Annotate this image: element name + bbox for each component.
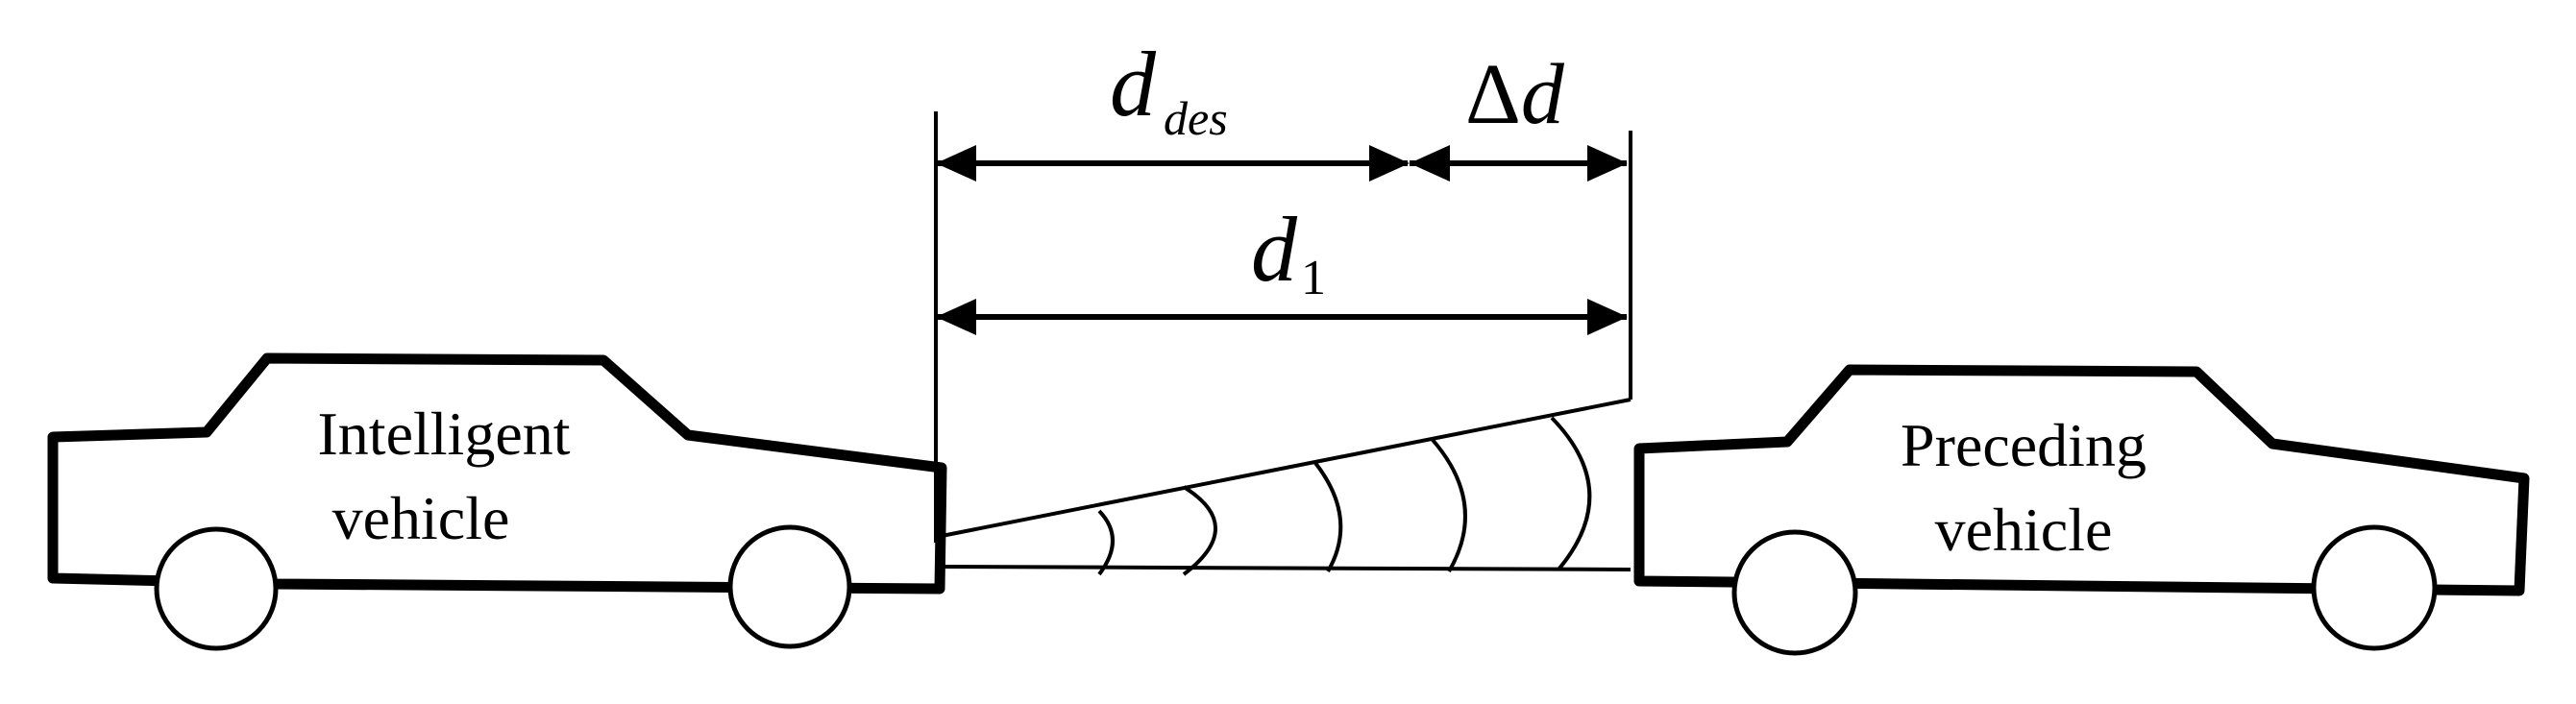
desired-distance-left-arrowhead [936, 145, 976, 182]
preceding-vehicle-body [1633, 364, 2530, 596]
delta-distance-dimension: Δd [1410, 47, 1628, 182]
preceding-vehicle: Preceding vehicle [1633, 364, 2530, 656]
preceding-vehicle-rear-wheel [1731, 529, 1858, 656]
delta-distance-left-arrowhead [1410, 145, 1450, 182]
radar-wave-5 [1550, 416, 1592, 571]
intelligent-vehicle: Intelligent vehicle [47, 352, 947, 651]
intelligent-vehicle-label-line2: vehicle [332, 484, 510, 552]
actual-distance-subscript: 1 [1301, 251, 1326, 305]
preceding-vehicle-label-line1: Preceding [1901, 411, 2147, 479]
radar-cone-lower-edge [941, 565, 1631, 571]
delta-symbol: Δ [1465, 47, 1521, 142]
radar-wave-2 [1182, 485, 1217, 576]
delta-distance-label: Δd [1465, 47, 1565, 142]
delta-distance-symbol: d [1521, 47, 1565, 142]
radar-cone [941, 398, 1631, 576]
actual-distance-left-arrowhead [936, 299, 976, 335]
radar-wave-3 [1313, 461, 1343, 573]
desired-distance-symbol: d [1110, 33, 1157, 135]
delta-distance-right-arrowhead [1587, 145, 1628, 182]
desired-distance-right-arrowhead [1369, 145, 1410, 182]
radar-wave-1 [1097, 509, 1115, 576]
radar-wave-4 [1431, 438, 1467, 573]
intelligent-vehicle-front-wheel [727, 524, 852, 649]
radar-cone-upper-edge [941, 398, 1631, 538]
actual-distance-label: d1 [1251, 198, 1326, 305]
intelligent-vehicle-label-line1: Intelligent [317, 400, 570, 468]
preceding-vehicle-label-line2: vehicle [1935, 496, 2113, 564]
intelligent-vehicle-rear-wheel [154, 526, 279, 651]
actual-distance-right-arrowhead [1587, 299, 1628, 335]
actual-distance-dimension: d1 [936, 198, 1628, 335]
actual-distance-symbol: d [1251, 198, 1298, 301]
preceding-vehicle-front-wheel [2311, 524, 2438, 651]
desired-distance-subscript: des [1164, 91, 1228, 145]
